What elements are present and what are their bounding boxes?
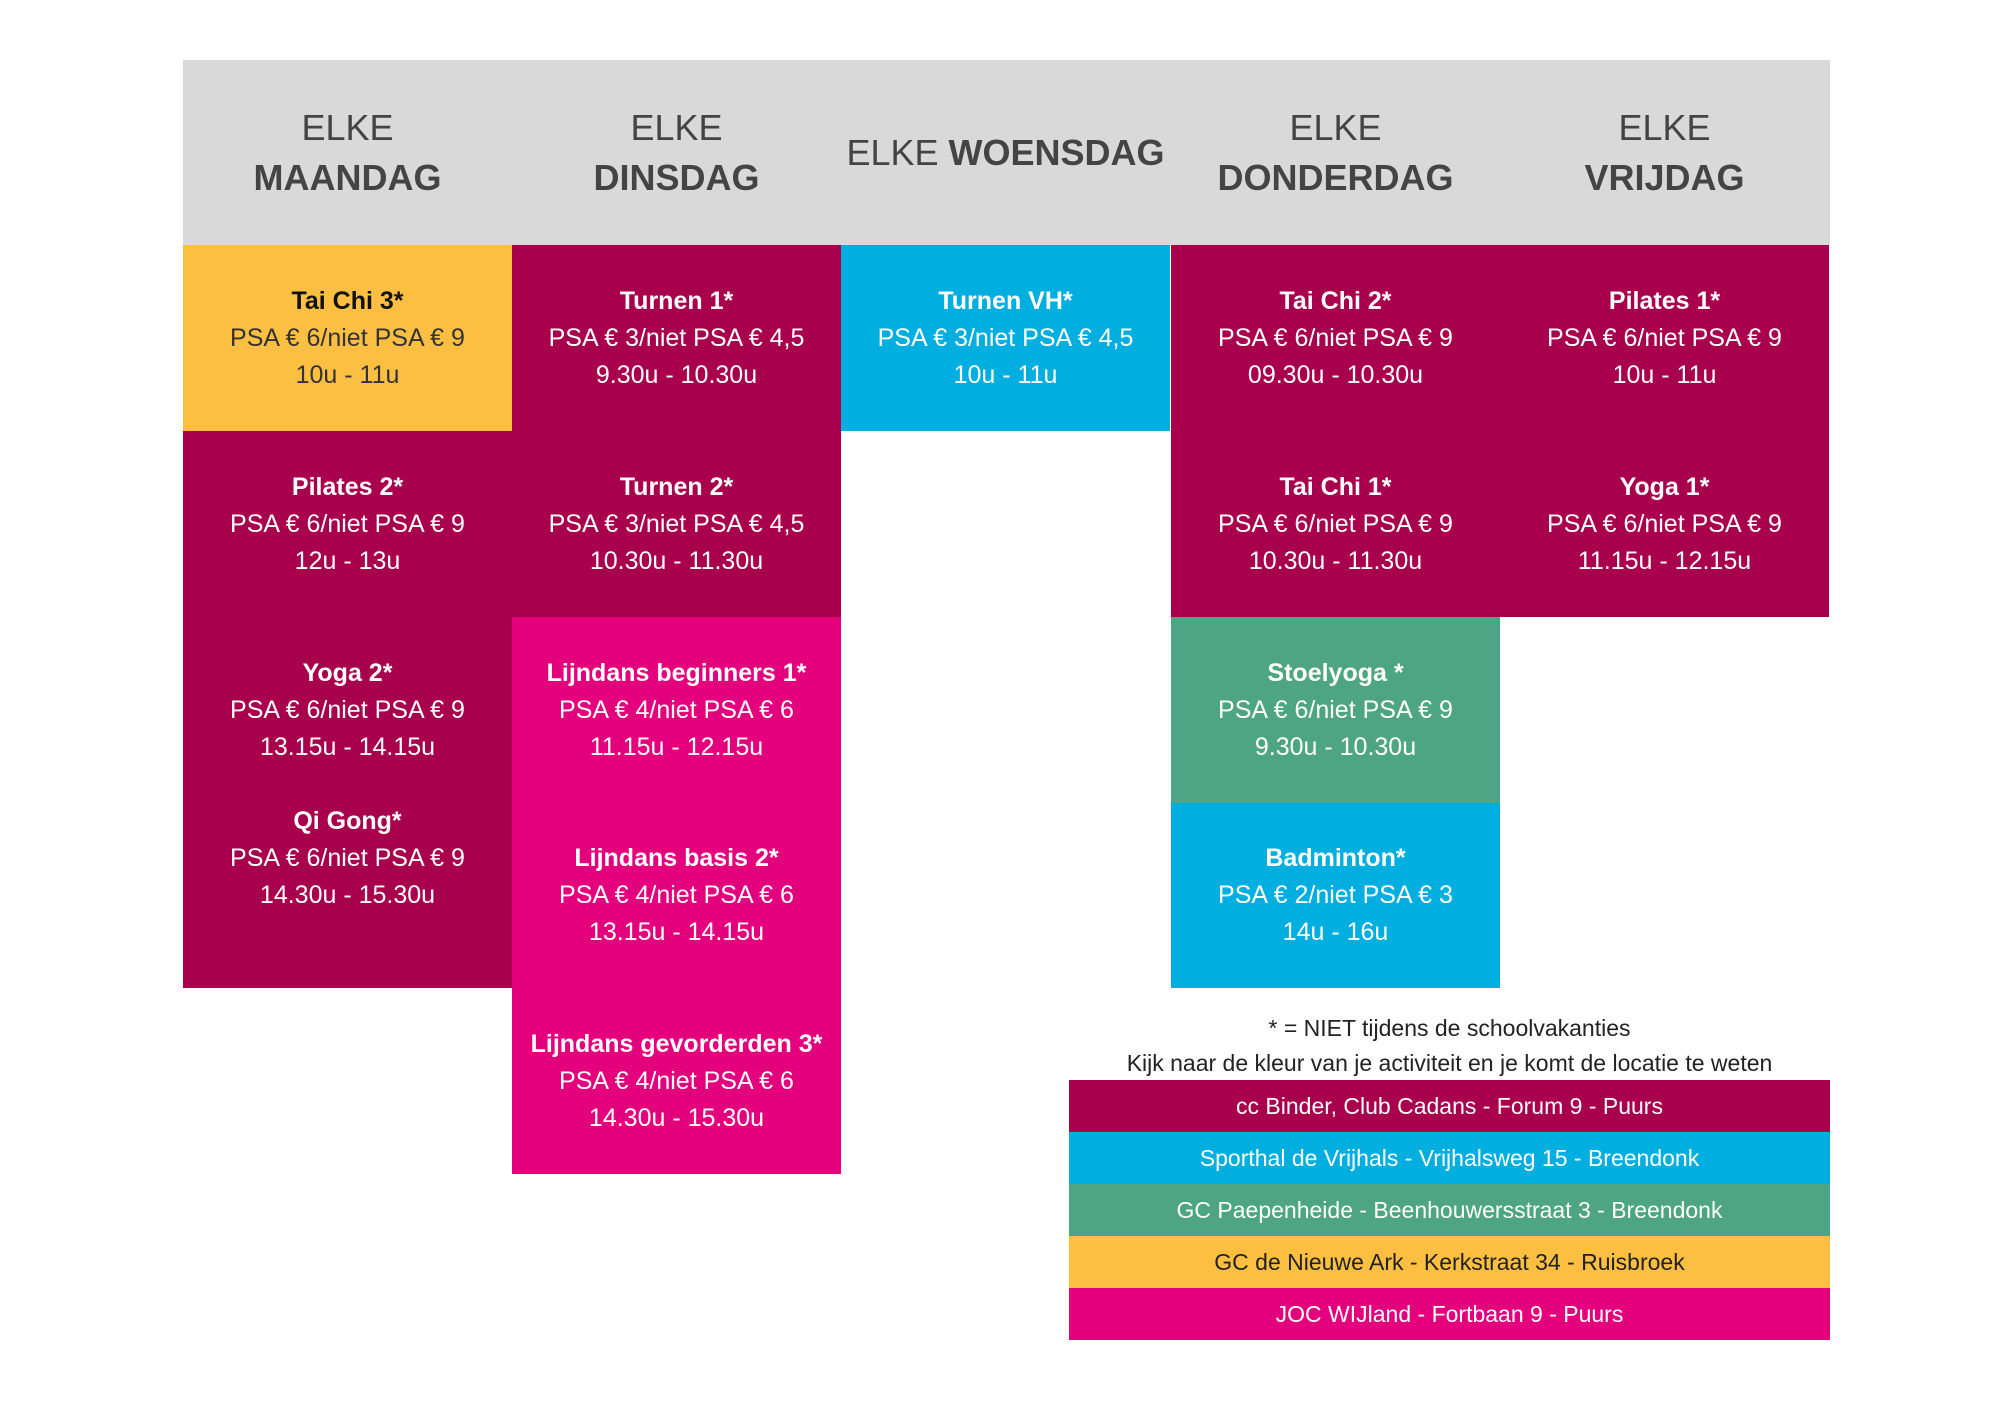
activity-title: Stoelyoga * xyxy=(1267,658,1404,687)
legend-row-location: cc Binder, Club Cadans - Forum 9 - Puurs xyxy=(1069,1080,1830,1132)
activity-title: Yoga 2* xyxy=(302,658,393,687)
activity-price: PSA € 6/niet PSA € 9 xyxy=(230,323,465,352)
legend-row-location: JOC WIJland - Fortbaan 9 - Puurs xyxy=(1069,1288,1830,1340)
activity-price: PSA € 6/niet PSA € 9 xyxy=(1547,509,1782,538)
activity-time: 13.15u - 14.15u xyxy=(588,918,765,946)
day-prefix: ELKE xyxy=(1618,106,1711,148)
day-name: VRIJDAG xyxy=(1584,156,1745,198)
activity-time: 10.30u - 11.30u xyxy=(589,546,764,575)
day-header-monday: ELKE MAANDAG xyxy=(183,60,512,245)
activity-block: Lijndans basis 2* PSA € 4/niet PSA € 6 1… xyxy=(512,803,841,988)
activity-title: Turnen 2* xyxy=(619,472,734,501)
day-name: MAANDAG xyxy=(253,156,442,198)
activity-title: Pilates 1* xyxy=(1608,286,1721,315)
activity-price: PSA € 6/niet PSA € 9 xyxy=(230,509,465,538)
activity-block: Pilates 2* PSA € 6/niet PSA € 9 12u - 13… xyxy=(183,431,512,617)
activity-price: PSA € 4/niet PSA € 6 xyxy=(559,695,794,724)
activity-title: Qi Gong* xyxy=(293,807,402,835)
legend-row-location: Sporthal de Vrijhals - Vrijhalsweg 15 - … xyxy=(1069,1132,1830,1184)
activity-price: PSA € 3/niet PSA € 4,5 xyxy=(877,323,1134,352)
activity-time: 09.30u - 10.30u xyxy=(1247,360,1424,389)
day-header-thursday: ELKE DONDERDAG xyxy=(1171,60,1500,245)
activity-time: 9.30u - 10.30u xyxy=(595,360,758,389)
activity-price: PSA € 4/niet PSA € 6 xyxy=(559,881,794,909)
activity-time: 10u - 11u xyxy=(953,360,1058,389)
activity-time: 14.30u - 15.30u xyxy=(588,1103,765,1132)
activity-title: Lijndans beginners 1* xyxy=(546,658,807,687)
activity-title: Turnen 1* xyxy=(619,286,734,315)
activity-block: Yoga 2* PSA € 6/niet PSA € 9 13.15u - 14… xyxy=(183,617,512,803)
activity-time: 14u - 16u xyxy=(1282,918,1389,946)
day-header-wednesday: ELKE WOENSDAG xyxy=(841,60,1170,245)
activity-title: Tai Chi 3* xyxy=(291,286,404,315)
activity-block: Lijndans gevorderden 3* PSA € 4/niet PSA… xyxy=(512,988,841,1174)
activity-block: Turnen 2* PSA € 3/niet PSA € 4,5 10.30u … xyxy=(512,431,841,617)
activity-block: Turnen VH* PSA € 3/niet PSA € 4,5 10u - … xyxy=(841,245,1170,431)
activity-block: Stoelyoga * PSA € 6/niet PSA € 9 9.30u -… xyxy=(1171,617,1500,803)
activity-title: Badminton* xyxy=(1265,844,1406,872)
activity-price: PSA € 4/niet PSA € 6 xyxy=(559,1066,794,1095)
activity-title: Yoga 1* xyxy=(1619,472,1710,501)
activity-price: PSA € 6/niet PSA € 9 xyxy=(230,695,465,724)
activity-time: 10u - 11u xyxy=(295,360,400,389)
activity-price: PSA € 6/niet PSA € 9 xyxy=(1218,509,1453,538)
activity-time: 14.30u - 15.30u xyxy=(259,881,436,909)
activity-block: Turnen 1* PSA € 3/niet PSA € 4,5 9.30u -… xyxy=(512,245,841,431)
activity-time: 9.30u - 10.30u xyxy=(1254,732,1417,761)
activity-price: PSA € 6/niet PSA € 9 xyxy=(1218,323,1453,352)
legend-row-location: GC de Nieuwe Ark - Kerkstraat 34 - Ruisb… xyxy=(1069,1236,1830,1288)
activity-time: 11.15u - 12.15u xyxy=(1577,546,1752,575)
activity-time: 10u - 11u xyxy=(1612,360,1717,389)
activity-price: PSA € 6/niet PSA € 9 xyxy=(1547,323,1782,352)
activity-title: Tai Chi 1* xyxy=(1279,472,1392,501)
activity-title: Turnen VH* xyxy=(938,286,1073,315)
activity-title: Lijndans basis 2* xyxy=(574,844,779,872)
activity-title: Tai Chi 2* xyxy=(1279,286,1392,315)
legend-row-location: GC Paepenheide - Beenhouwersstraat 3 - B… xyxy=(1069,1184,1830,1236)
activity-price: PSA € 6/niet PSA € 9 xyxy=(1218,695,1453,724)
activity-price: PSA € 3/niet PSA € 4,5 xyxy=(548,323,805,352)
day-prefix: ELKE xyxy=(301,106,394,148)
activity-time: 13.15u - 14.15u xyxy=(259,732,436,761)
activity-block: Yoga 1* PSA € 6/niet PSA € 9 11.15u - 12… xyxy=(1500,431,1829,617)
day-header-tuesday: ELKE DINSDAG xyxy=(512,60,841,245)
day-name: WOENSDAG xyxy=(948,131,1165,173)
day-prefix: ELKE xyxy=(630,106,723,148)
activity-time: 12u - 13u xyxy=(294,546,401,575)
activity-block: Tai Chi 2* PSA € 6/niet PSA € 9 09.30u -… xyxy=(1171,245,1500,431)
activity-price: PSA € 3/niet PSA € 4,5 xyxy=(548,509,805,538)
activity-price: PSA € 2/niet PSA € 3 xyxy=(1218,881,1453,909)
day-prefix: ELKE xyxy=(846,131,939,173)
activity-block: Badminton* PSA € 2/niet PSA € 3 14u - 16… xyxy=(1171,803,1500,988)
activity-title: Lijndans gevorderden 3* xyxy=(530,1029,823,1058)
legend-instruction: Kijk naar de kleur van je activiteit en … xyxy=(1126,1050,1773,1076)
schedule-header-bar xyxy=(183,60,1830,245)
activity-block: Qi Gong* PSA € 6/niet PSA € 9 14.30u - 1… xyxy=(183,803,512,988)
day-prefix: ELKE xyxy=(1289,106,1382,148)
activity-block: Tai Chi 1* PSA € 6/niet PSA € 9 10.30u -… xyxy=(1171,431,1500,617)
activity-block: Pilates 1* PSA € 6/niet PSA € 9 10u - 11… xyxy=(1500,245,1829,431)
activity-title: Pilates 2* xyxy=(291,472,404,501)
activity-block: Lijndans beginners 1* PSA € 4/niet PSA €… xyxy=(512,617,841,803)
activity-block: Tai Chi 3* PSA € 6/niet PSA € 9 10u - 11… xyxy=(183,245,512,431)
activity-time: 10.30u - 11.30u xyxy=(1248,546,1423,575)
day-header-friday: ELKE VRIJDAG xyxy=(1500,60,1829,245)
day-name: DINSDAG xyxy=(593,156,760,198)
day-name: DONDERDAG xyxy=(1217,156,1454,198)
activity-price: PSA € 6/niet PSA € 9 xyxy=(230,844,465,872)
footnote-schoolvakanties: * = NIET tijdens de schoolvakanties xyxy=(1268,1015,1631,1041)
activity-time: 11.15u - 12.15u xyxy=(589,732,764,761)
